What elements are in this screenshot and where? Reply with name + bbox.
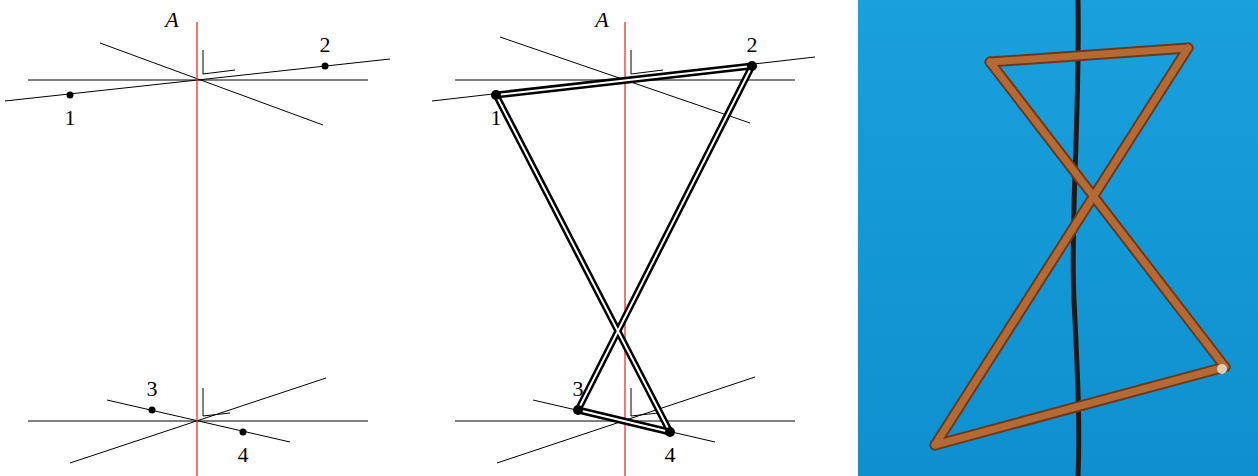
axis-label: A xyxy=(595,9,608,31)
joints xyxy=(491,61,757,437)
callout-number: 2 xyxy=(320,34,331,56)
bar-linkage xyxy=(496,66,752,432)
callout-number: 4 xyxy=(665,444,676,466)
callout-number: 2 xyxy=(747,34,758,56)
axis-label: A xyxy=(165,9,178,31)
points xyxy=(67,63,329,436)
construction-lines xyxy=(432,37,815,463)
callout-number: 1 xyxy=(491,107,502,129)
axis-line xyxy=(196,22,197,476)
callout-number: 4 xyxy=(238,444,249,466)
callout-number: 3 xyxy=(147,378,158,400)
callout-number: 1 xyxy=(65,107,76,129)
callout-number: 3 xyxy=(573,378,584,400)
model-photo xyxy=(858,0,1258,476)
axis-line xyxy=(624,22,625,476)
